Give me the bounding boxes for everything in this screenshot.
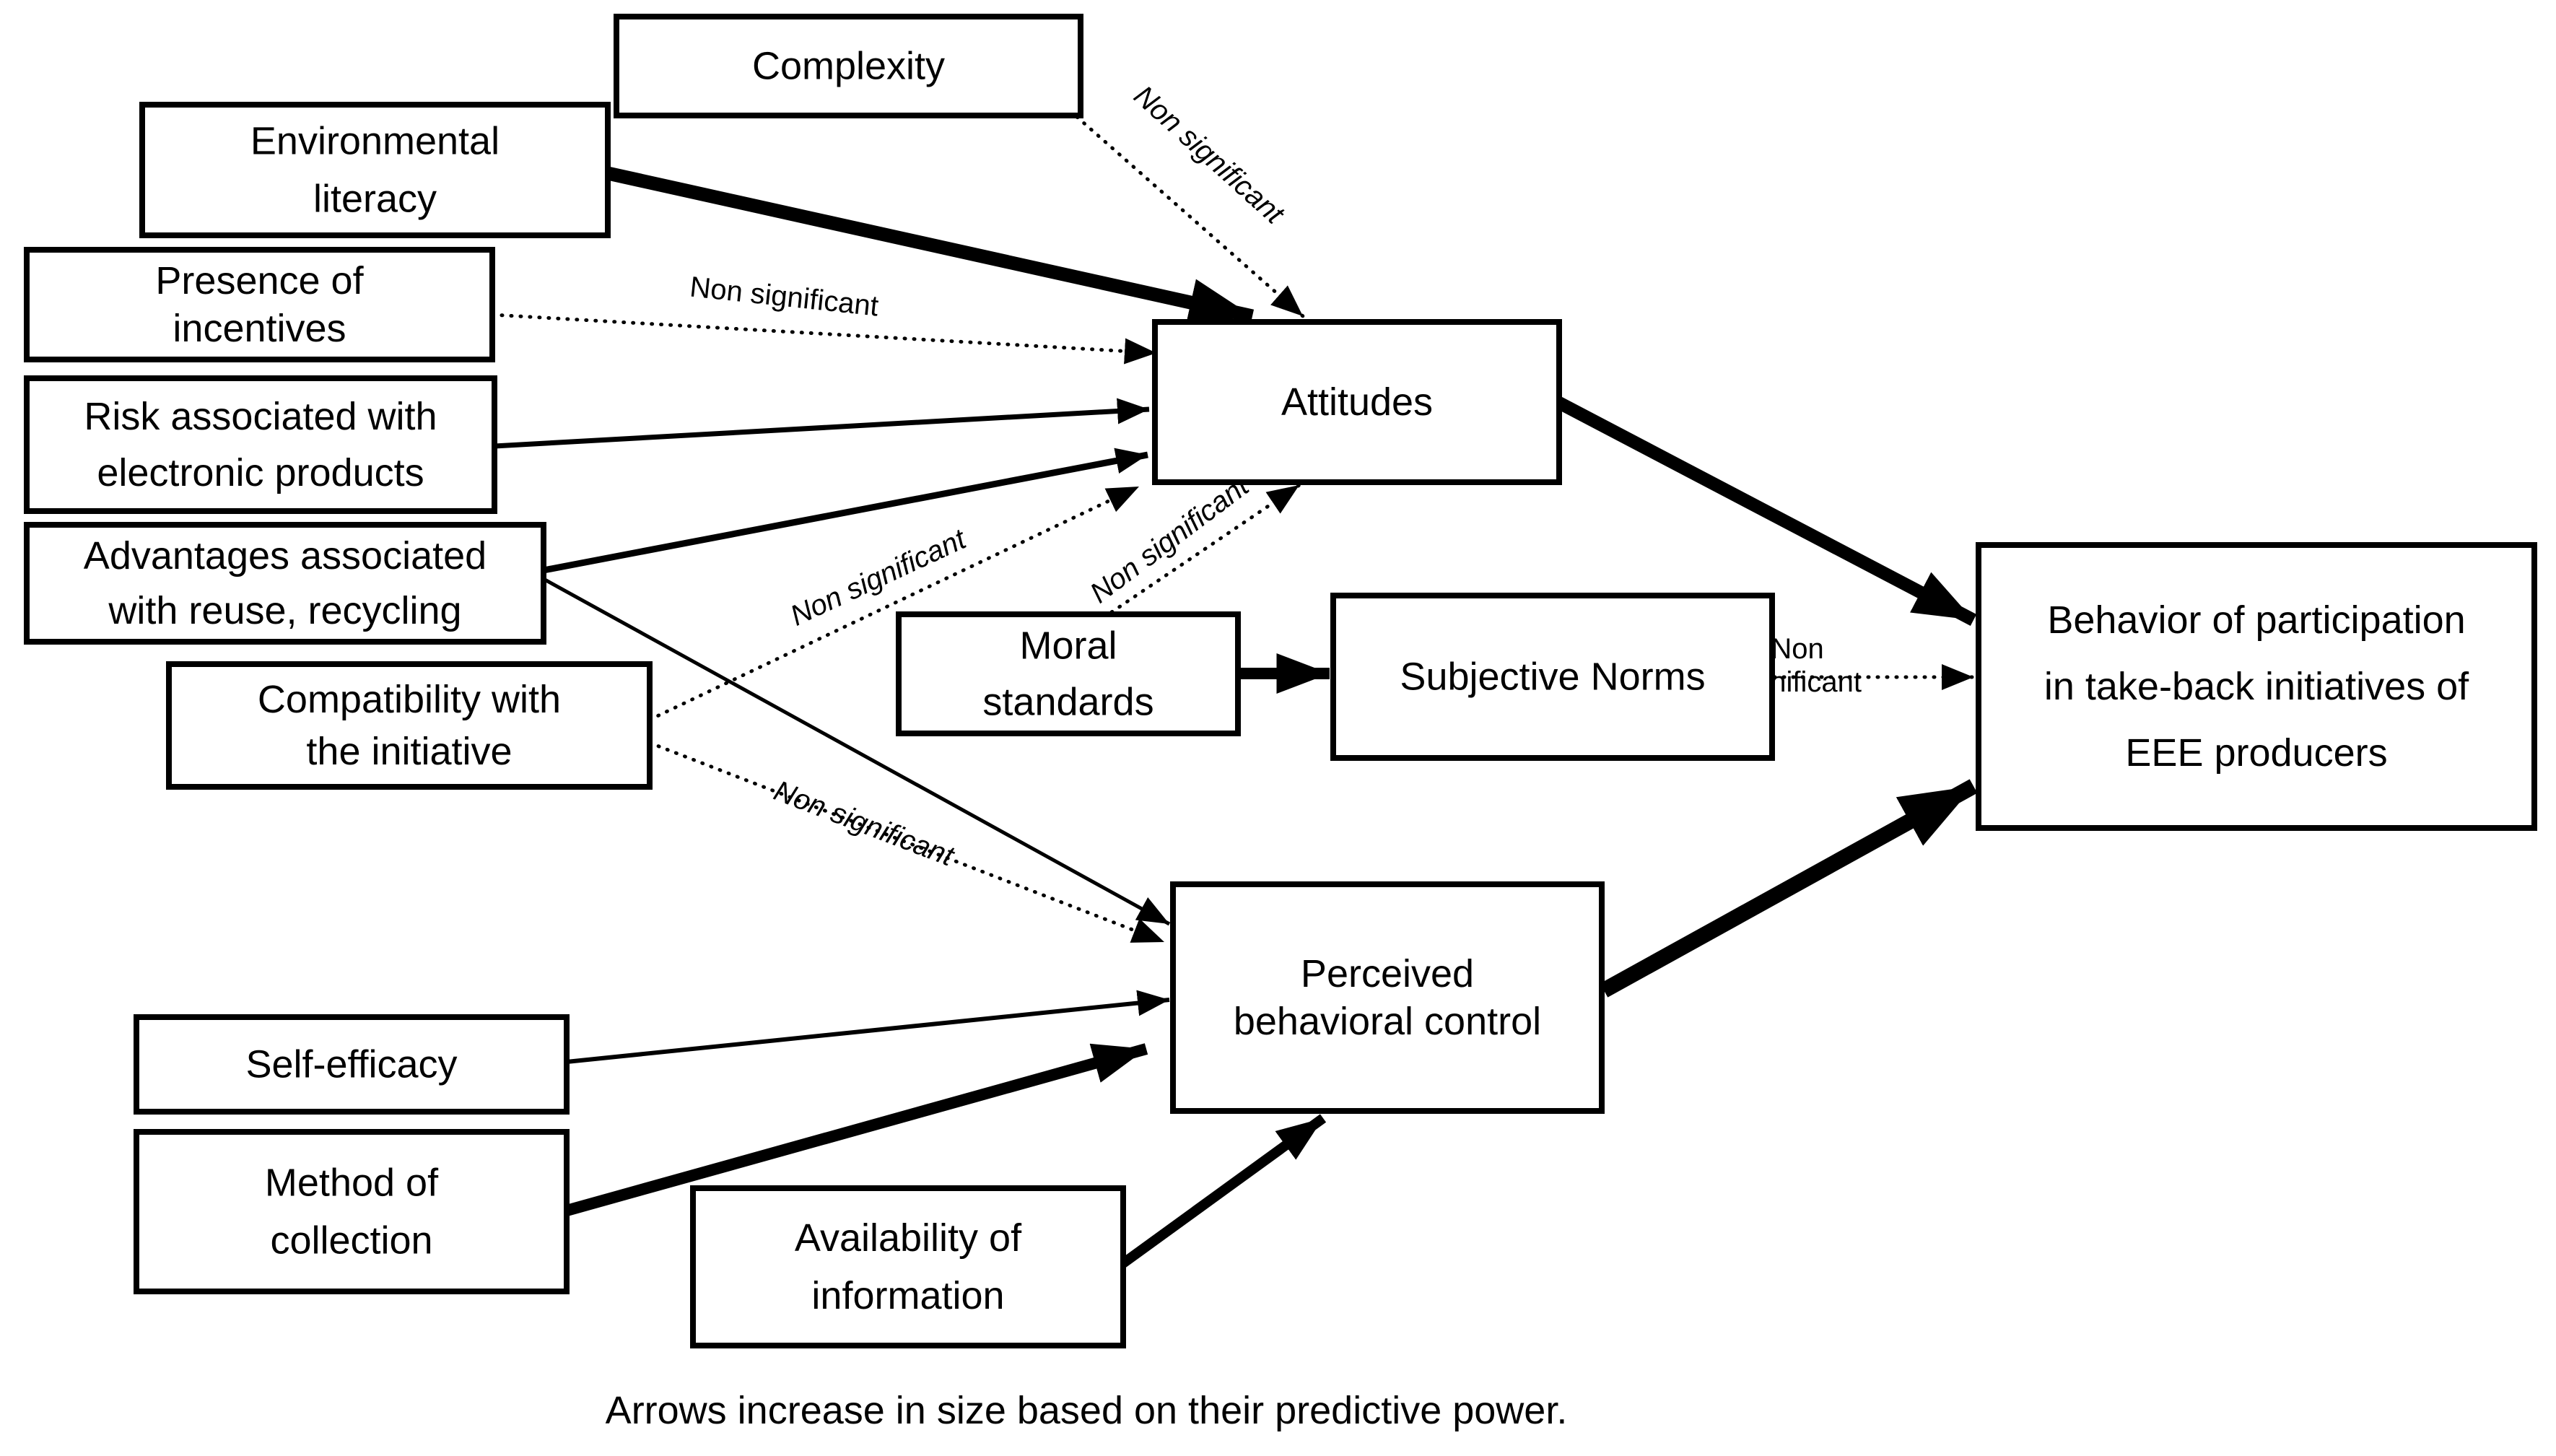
node-label-complexity-line1: Complexity [752, 45, 945, 88]
node-attitudes: Attitudes [1152, 319, 1562, 485]
node-label-environmental-literacy-line1: Environmental [250, 120, 500, 163]
node-box-complexity [614, 14, 1083, 118]
arrow-attitudes-to-behavior [1556, 397, 1977, 626]
node-presence-of-incentives: Presence of incentives [24, 247, 495, 362]
node-label-environmental-literacy-line2: literacy [313, 178, 437, 221]
arrow-availability-to-pbc [1120, 1114, 1327, 1268]
node-label-risk-electronic-products-line2: electronic products [97, 451, 424, 494]
node-availability-of-information: Availability of information [690, 1185, 1126, 1348]
node-box-moral-standards [896, 611, 1241, 736]
arrow-advantages-to-attitudes [543, 448, 1148, 574]
node-label-advantages-reuse-recycling-line2: with reuse, recycling [108, 589, 461, 632]
arrow-environmental-literacy-to-attitudes [606, 166, 1255, 326]
node-label-compatibility-initiative-line1: Compatibility with [258, 678, 561, 721]
edge-label-presence-of-incentives-to-attitudes: Non significant [689, 271, 881, 322]
edge-label-moral-standards-to-attitudes: Non significant [1084, 469, 1256, 609]
node-box-perceived-behavioral-control [1170, 881, 1605, 1114]
node-label-risk-electronic-products-line1: Risk associated with [84, 395, 437, 438]
arrow-presence-of-incentives-to-attitudes-dotted [490, 313, 1159, 365]
node-label-moral-standards-line2: standards [982, 681, 1153, 724]
arrow-complexity-to-attitudes-dotted [1075, 115, 1305, 318]
node-label-behavior-participation-line2: in take-back initiatives of [2044, 665, 2469, 708]
node-label-method-of-collection-line1: Method of [265, 1161, 439, 1205]
node-label-availability-of-information-line2: information [811, 1274, 1004, 1317]
edge-label-complexity-to-attitudes: Non significant [1127, 79, 1291, 231]
node-box-self-efficacy [134, 1014, 570, 1115]
node-label-method-of-collection-line2: collection [270, 1219, 432, 1263]
node-moral-standards: Moral standards [896, 611, 1241, 736]
node-advantages-reuse-recycling: Advantages associated with reuse, recycli… [24, 522, 546, 645]
node-box-environmental-literacy [139, 102, 611, 238]
node-compatibility-initiative: Compatibility with the initiative [166, 661, 653, 790]
node-environmental-literacy: Environmental literacy [139, 102, 611, 238]
edge-label-compatibility-to-pbc: Non significant [769, 775, 959, 873]
arrow-moral-standards-to-attitudes-dotted [1109, 483, 1301, 614]
node-label-presence-of-incentives-line2: incentives [173, 307, 346, 350]
node-label-perceived-behavioral-control-line2: behavioral control [1234, 1000, 1541, 1043]
node-label-presence-of-incentives-line1: Presence of [155, 259, 364, 302]
node-label-self-efficacy-line1: Self-efficacy [245, 1043, 457, 1086]
arrow-compatibility-to-attitudes-dotted [647, 484, 1141, 722]
node-subjective-norms: Subjective Norms [1330, 593, 1775, 761]
figure-caption: Arrows increase in size based on their p… [606, 1389, 1568, 1432]
node-label-behavior-participation-line1: Behavior of participation [2047, 598, 2465, 642]
arrow-method-of-collection-to-pbc [564, 1043, 1148, 1216]
node-box-behavior-participation [1976, 542, 2537, 831]
node-box-presence-of-incentives [24, 247, 495, 362]
node-label-availability-of-information-line1: Availability of [795, 1216, 1022, 1260]
arrow-pbc-to-behavior [1600, 779, 1978, 998]
node-label-moral-standards-line1: Moral [1019, 624, 1117, 668]
node-box-attitudes [1152, 319, 1562, 485]
arrow-advantages-to-pbc [542, 577, 1171, 926]
node-box-risk-electronic-products [24, 375, 497, 514]
node-label-compatibility-initiative-line2: the initiative [306, 730, 512, 773]
node-behavior-participation: Behavior of participation in take-back in… [1976, 542, 2537, 831]
node-label-attitudes-line1: Attitudes [1281, 380, 1433, 424]
node-label-subjective-norms-line1: Subjective Norms [1400, 655, 1705, 699]
node-method-of-collection: Method of collection [134, 1129, 570, 1294]
node-box-compatibility-initiative [166, 661, 653, 790]
node-box-method-of-collection [134, 1129, 570, 1294]
node-perceived-behavioral-control: Perceived behavioral control [1170, 881, 1605, 1114]
node-complexity: Complexity [614, 14, 1083, 118]
node-label-perceived-behavioral-control-line1: Perceived [1301, 952, 1474, 995]
node-self-efficacy: Self-efficacy [134, 1014, 570, 1115]
arrow-compatibility-to-pbc-dotted [647, 741, 1166, 944]
node-label-behavior-participation-line3: EEE producers [2125, 731, 2387, 775]
node-box-advantages-reuse-recycling [24, 522, 546, 645]
node-risk-electronic-products: Risk associated with electronic products [24, 375, 497, 514]
arrow-risk-to-attitudes [494, 398, 1150, 449]
node-label-advantages-reuse-recycling-line1: Advantages associated [84, 534, 487, 577]
node-box-subjective-norms [1330, 593, 1775, 761]
arrow-self-efficacy-to-pbc [566, 990, 1170, 1064]
node-box-availability-of-information [690, 1185, 1126, 1348]
